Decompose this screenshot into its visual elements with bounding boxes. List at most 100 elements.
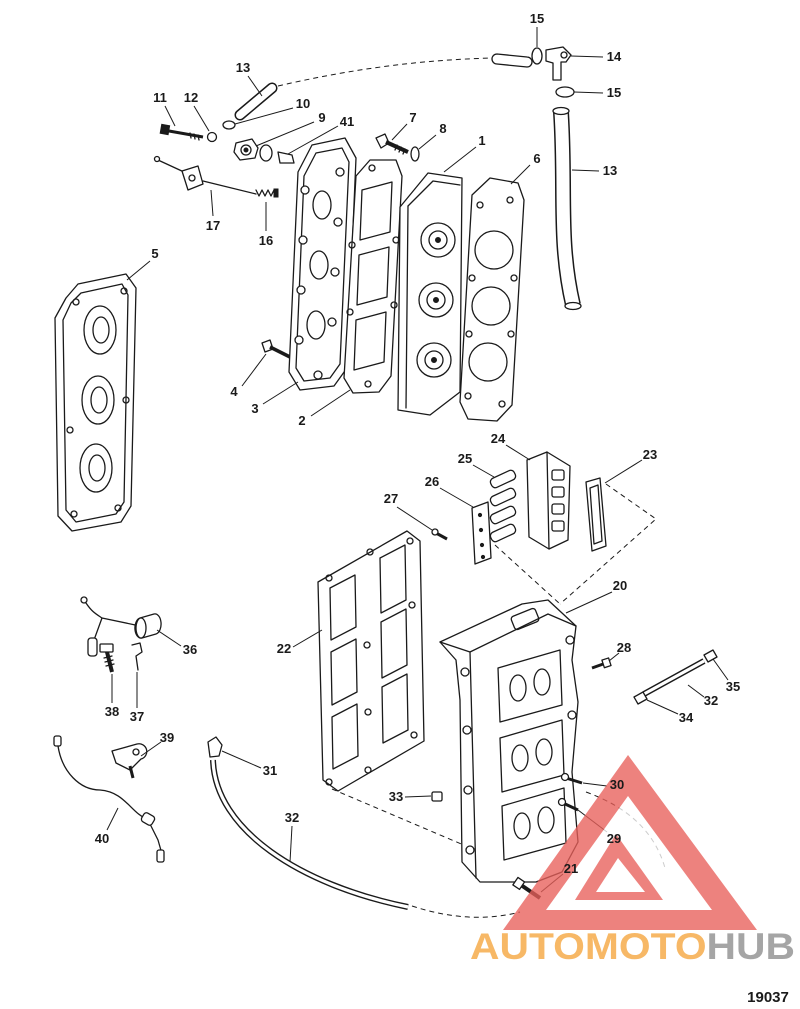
bolt-11-threads [189,132,200,141]
callout-23: 23 [643,447,657,462]
part-2-bolt-hole [368,164,376,172]
reed-petal-25 [489,469,517,489]
callout-38: 38 [105,704,119,719]
callout-22: 22 [277,641,291,656]
leader-9 [255,121,315,147]
screw-29-head [557,797,567,807]
part-20-port [509,674,527,702]
part-20-port [533,668,551,696]
cap-41 [259,144,273,162]
plate-17-hole [188,174,196,182]
leader-15-right [573,91,604,94]
callout-14: 14 [607,49,622,64]
leader-20 [565,591,613,614]
part-6-bolt-hole [507,330,515,338]
part-2-bolt-hole [390,301,398,309]
bolt-38-head [99,643,114,653]
reed-cage-24-slot [551,486,565,498]
part-5-bolt-hole [70,510,78,518]
callout-21: 21 [564,861,578,876]
tube-32-outline [210,759,409,910]
part-1-chamber-1-inner [428,230,448,250]
part-5-bore-1 [83,305,117,355]
part-3-boss [333,217,343,227]
leader-35 [712,658,729,681]
part-3-pocket [309,250,329,280]
long-hose-bore [554,111,580,307]
callout-2: 2 [298,413,305,428]
part-6-bolt-hole [498,400,506,408]
part-20-boss [463,785,473,795]
bracket-39-hole [132,748,140,756]
part-5-bolt-hole [122,396,130,404]
part-1-chamber-3 [416,342,452,378]
part-2-bolt-hole [348,241,356,249]
leader-28 [608,652,620,662]
callout-27: 27 [384,491,398,506]
reed-stop-26-hole [478,527,484,533]
part-1-chamber-3-inner [424,350,444,370]
rod-17-upper [157,159,185,173]
part-20-boss [465,845,475,855]
leader-8 [418,134,437,150]
gasket-23 [585,477,607,552]
part-5-bore-2-inner [90,386,108,414]
left-electrical-parts [53,596,165,863]
callout-16: 16 [259,233,273,248]
part-1-side-edge [405,205,409,409]
leader-13-right [571,169,600,172]
leader-23 [604,459,643,484]
callout-3: 3 [251,401,258,416]
figure-number: 19037 [747,989,789,1006]
tube-dashed-line [411,905,521,918]
part-6-bolt-hole [510,274,518,282]
part-5-bore-2 [81,375,115,425]
hose-clamp-right [555,86,575,98]
rod-17-lower [202,180,257,195]
part-22-window [329,574,357,641]
part-1-cylinder-head [397,172,463,416]
part-22-window [379,544,407,614]
bolt-4-shank [269,345,293,360]
long-hose-bottom-end [564,301,582,311]
reed-petal-25 [489,487,517,507]
part-1-chamber-2 [418,282,454,318]
leader-32-right [687,684,705,698]
part-1-plug-hole [431,357,437,363]
part-6-bolt-hole [465,330,473,338]
logo-triangle-inner-cutout [596,858,645,892]
part-22-window [381,673,409,744]
part-20-port [511,744,529,772]
elbow-fitting [545,46,572,81]
wire-40-lead [57,745,163,855]
washer-8 [410,146,420,162]
part-3-pocket [312,190,332,220]
callout-7: 7 [409,110,416,125]
nozzle-41 [277,151,295,164]
part-5-inner-rim [62,283,129,523]
part-22-bolt-hole [406,537,414,545]
bracket-39-stud [128,765,135,779]
callout-4: 4 [230,384,238,399]
callout-11: 11 [153,90,167,105]
wire-40-terminal [53,735,62,747]
watermark-brand-part-a: AUTOMOTO [470,926,707,967]
leader-41 [287,125,339,155]
part-20-intake-block [439,599,579,883]
part-6-bore-3 [468,342,508,382]
callout-15: 15 [607,85,621,100]
screw-30-head [560,772,570,782]
reed-petal-25 [489,523,517,543]
part-6-bolt-hole [468,274,476,282]
part-22-window [380,608,408,679]
part-20-port [535,738,553,766]
long-hose-top-end [552,106,570,116]
leader-5 [126,260,151,281]
part-5-bolt-hole [72,298,80,306]
leader-1 [443,146,477,173]
part-3-boss [327,317,337,327]
part-5-bore-1-inner [92,316,110,344]
callout-20: 20 [613,578,627,593]
